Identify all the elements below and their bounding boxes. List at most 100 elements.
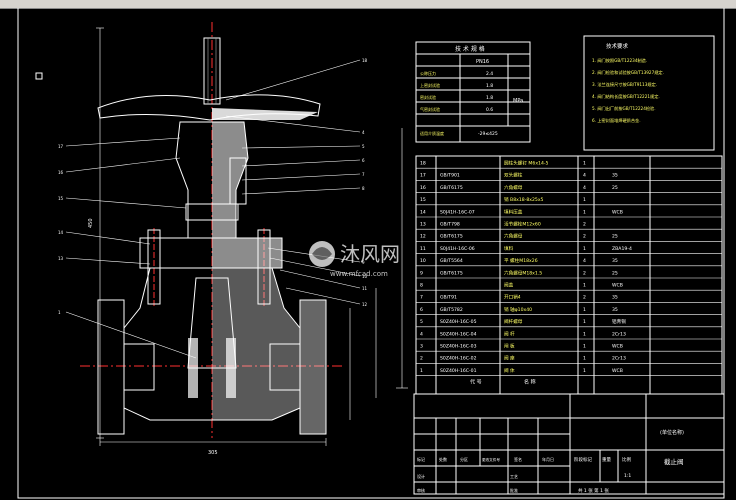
bom-mat: 25 bbox=[612, 270, 618, 276]
title-block-frame bbox=[413, 393, 725, 495]
bom-qty: 1 bbox=[583, 161, 586, 167]
svg-text:1: 1 bbox=[58, 310, 61, 315]
bom-name: 填料 bbox=[504, 245, 514, 252]
tb-role-0: 设计 bbox=[417, 473, 425, 479]
valve-body bbox=[123, 267, 301, 421]
bom-no: 16 bbox=[420, 185, 426, 191]
tb-col-0: 标记 bbox=[417, 456, 425, 462]
leader-lines bbox=[65, 59, 361, 359]
watermark-url: www.mfcad.com bbox=[330, 270, 388, 278]
tech-spec-header: PN16 bbox=[476, 59, 489, 65]
bom-no: 15 bbox=[420, 197, 426, 203]
dim-bottom: 305 bbox=[208, 450, 218, 456]
bom-name: 阀盖 bbox=[504, 282, 514, 289]
bom-code: GB/T798 bbox=[440, 222, 460, 228]
bom-header-name: 名 称 bbox=[524, 379, 536, 386]
tech-req-item-2: 3. 法兰连接尺寸按GB/T9113规定. bbox=[592, 81, 657, 88]
bom-mat: ZBA19-4 bbox=[612, 246, 632, 252]
svg-text:13: 13 bbox=[58, 256, 64, 261]
bom-qty: 4 bbox=[583, 185, 586, 191]
spec-label-3: 气密封试验 bbox=[420, 106, 440, 112]
bom-header-code: 代 号 bbox=[470, 379, 482, 386]
tech-spec-title: 技 术 规 格 bbox=[455, 45, 485, 53]
bom-qty: 2 bbox=[583, 295, 586, 301]
tb-col-2: 分区 bbox=[460, 456, 468, 462]
bom-mat: WCB bbox=[612, 368, 623, 374]
bom-qty: 1 bbox=[583, 246, 586, 252]
tech-spec-table: 技 术 规 格 PN16 公称压力 2.4 上密封试验 1.8 密封试验 1.8… bbox=[415, 41, 531, 143]
svg-text:15: 15 bbox=[58, 196, 64, 201]
spec-label-1: 上密封试验 bbox=[420, 82, 440, 88]
tech-req-item-3: 4. 阀门结构长度按GB/T12221规定. bbox=[592, 93, 660, 100]
bom-name: 六角螺母M18x1.5 bbox=[504, 269, 542, 276]
bom-no: 8 bbox=[420, 283, 423, 289]
bom-qty: 4 bbox=[583, 258, 586, 264]
outer-border bbox=[17, 8, 725, 499]
bom-table bbox=[415, 155, 723, 395]
bom-qty: 2 bbox=[583, 234, 586, 240]
outlet-bore bbox=[269, 343, 301, 391]
svg-text:8: 8 bbox=[362, 186, 365, 191]
spec-value-3: 0.6 bbox=[486, 107, 493, 113]
bom-qty: 1 bbox=[583, 197, 586, 203]
bom-mat: 35 bbox=[612, 173, 618, 179]
bom-mat: WCB bbox=[612, 283, 623, 289]
tb-org: (单位名称) bbox=[660, 429, 684, 436]
bom-name: 销 轴φ10x40 bbox=[504, 306, 532, 313]
cad-toolbar-strip bbox=[0, 0, 736, 9]
bom-qty: 1 bbox=[583, 356, 586, 362]
bom-name: 阀 座 bbox=[504, 355, 515, 362]
svg-text:11: 11 bbox=[362, 286, 368, 291]
valve-drawing bbox=[80, 22, 345, 438]
bom-code: S0Z40H-16C-03 bbox=[440, 344, 477, 350]
bom-no: 10 bbox=[420, 258, 426, 264]
bom-code: GB/T901 bbox=[440, 173, 460, 179]
bom-no: 11 bbox=[420, 246, 426, 252]
bom-mat: 35 bbox=[612, 295, 618, 301]
tb-stage: 阶段标记 bbox=[574, 456, 592, 463]
bom-code: GB/T5782 bbox=[440, 307, 463, 313]
svg-text:18: 18 bbox=[362, 58, 368, 63]
watermark-logo-icon bbox=[309, 241, 335, 267]
bom-qty: 1 bbox=[583, 319, 586, 325]
handwheel-section bbox=[212, 108, 318, 120]
bom-mat: 2Cr13 bbox=[612, 356, 626, 362]
svg-text:10: 10 bbox=[362, 274, 368, 279]
bom-no: 2 bbox=[420, 356, 423, 362]
bom-code: GB/T6175 bbox=[440, 185, 463, 191]
tb-weight: 重量 bbox=[602, 456, 611, 463]
watermark: 沐风网 www.mfcad.com bbox=[309, 241, 400, 278]
bom-mat: 2Cr13 bbox=[612, 331, 626, 337]
flange-bolt-left bbox=[147, 229, 161, 305]
bom-qty: 2 bbox=[583, 270, 586, 276]
tb-role-2: 工艺 bbox=[510, 474, 518, 479]
inlet-flange bbox=[97, 299, 125, 435]
bom-no: 4 bbox=[420, 331, 423, 337]
tb-sheet: 共 1 张 第 1 张 bbox=[578, 487, 609, 494]
bom-name: 开口销4 bbox=[504, 294, 521, 301]
tb-scale: 1:1 bbox=[624, 473, 631, 479]
bom-qty: 1 bbox=[583, 283, 586, 289]
bom-code: S0Z40H-16C-04 bbox=[440, 331, 477, 337]
bom-no: 7 bbox=[420, 295, 423, 301]
flange-bolt-right bbox=[257, 229, 271, 305]
spec-unit: MPa bbox=[513, 98, 523, 104]
bom-mat: 35 bbox=[612, 307, 618, 313]
bom-name: 阀 体 bbox=[504, 367, 515, 374]
bom-code: GB/T91 bbox=[440, 295, 457, 301]
bom-no: 5 bbox=[420, 319, 423, 325]
bom-code: S0J41H-16C-06 bbox=[440, 246, 475, 252]
spec-label-4: 适用介质温度 bbox=[420, 130, 444, 136]
svg-text:14: 14 bbox=[58, 230, 64, 235]
bom-name: 销 B8x18-8x25x5 bbox=[504, 196, 544, 203]
watermark-logo-text: 沐风网 bbox=[340, 242, 400, 266]
valve-stem-top bbox=[203, 37, 221, 105]
bom-no: 12 bbox=[420, 234, 426, 240]
bom-qty: 1 bbox=[583, 368, 586, 374]
bom-no: 13 bbox=[420, 222, 426, 228]
bom-no: 1 bbox=[420, 368, 423, 374]
svg-text:17: 17 bbox=[58, 144, 64, 149]
bom-qty: 4 bbox=[583, 173, 586, 179]
